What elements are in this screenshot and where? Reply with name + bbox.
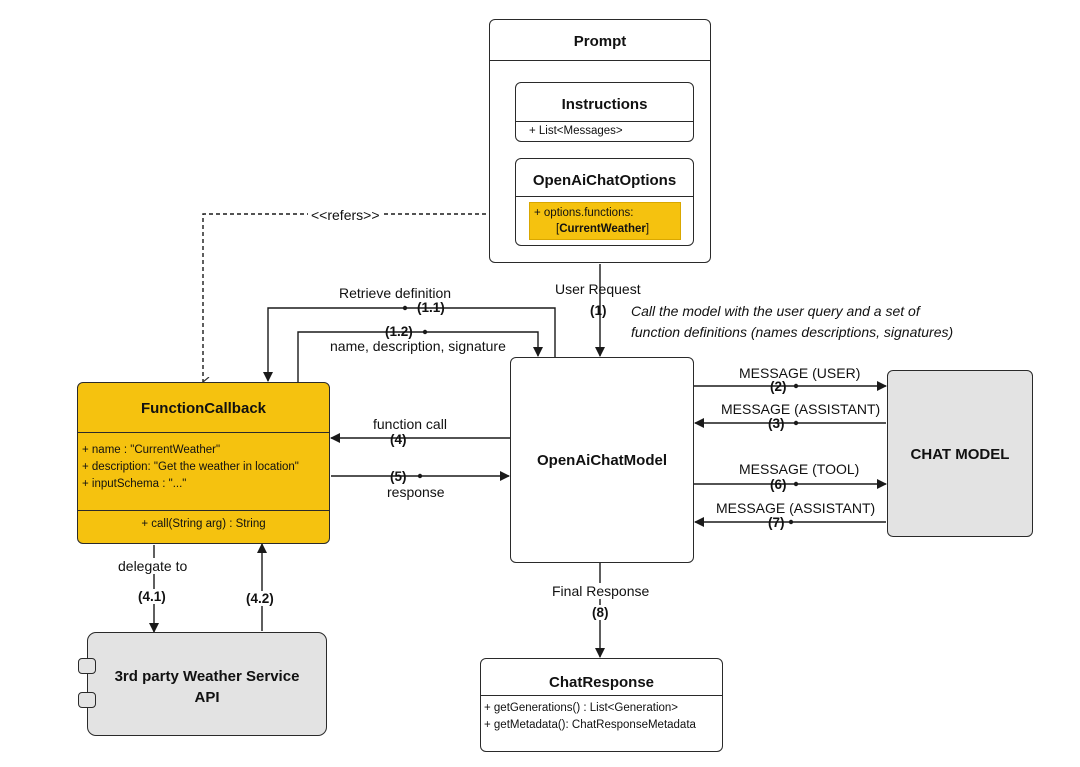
- instructions-divider: [516, 121, 693, 122]
- prompt-box: Prompt Instructions + List<Messages> Ope…: [489, 19, 711, 263]
- openai-chat-model-title: OpenAiChatModel: [537, 452, 667, 469]
- function-callback-fields: + name : "CurrentWeather" + description:…: [82, 442, 299, 493]
- delegate-to-label: delegate to: [116, 558, 190, 574]
- step-6-label: (6): [770, 477, 787, 492]
- instructions-title: Instructions: [561, 96, 648, 113]
- instructions-box: Instructions + List<Messages>: [515, 82, 694, 142]
- instructions-field: + List<Messages>: [529, 125, 623, 137]
- chat-response-box: ChatResponse + getGenerations() : List<G…: [480, 658, 723, 752]
- step-1-label: (1): [590, 303, 607, 318]
- function-callback-field: + description: "Get the weather in locat…: [82, 461, 299, 473]
- user-request-label: User Request: [555, 281, 641, 297]
- function-callback-box: FunctionCallback + name : "CurrentWeathe…: [77, 382, 330, 544]
- step-8-label: (8): [592, 605, 609, 620]
- component-tab-bottom: [78, 692, 96, 708]
- component-tab-top: [78, 658, 96, 674]
- prompt-title: Prompt: [573, 33, 627, 50]
- function-callback-method: + call(String arg) : String: [141, 518, 266, 530]
- retrieve-definition-connector: [263, 307, 556, 382]
- step-7-label: (7): [768, 515, 785, 530]
- chat-response-method: + getMetadata(): ChatResponseMetadata: [484, 719, 696, 731]
- options-title: OpenAiChatOptions: [532, 172, 677, 189]
- prompt-divider: [490, 60, 710, 61]
- function-callback-divider-1: [78, 432, 329, 433]
- definition-return-connector: [297, 331, 543, 382]
- chat-response-title: ChatResponse: [548, 674, 655, 691]
- function-callback-divider-2: [78, 510, 329, 511]
- chat-response-method: + getGenerations() : List<Generation>: [484, 702, 679, 714]
- msg-user-label: MESSAGE (USER): [739, 365, 861, 381]
- function-callback-title: FunctionCallback: [140, 400, 267, 417]
- chat-model-box: CHAT MODEL: [887, 370, 1033, 537]
- function-callback-field: + name : "CurrentWeather": [82, 444, 221, 456]
- response-label: response: [387, 484, 445, 500]
- step-4-label: (4): [390, 432, 407, 447]
- chat-model-title: CHAT MODEL: [910, 446, 1010, 463]
- msg-assistant-1-label: MESSAGE (ASSISTANT): [721, 401, 881, 417]
- step-4-2-label: (4.2): [246, 591, 274, 606]
- retrieve-definition-label: Retrieve definition: [339, 285, 452, 301]
- refers-label: <<refers>>: [308, 207, 383, 223]
- function-call-label: function call: [373, 416, 447, 432]
- step-2-label: (2): [770, 379, 787, 394]
- options-functions-label: + options.functions:: [534, 207, 634, 219]
- step-5-label: (5): [390, 469, 407, 484]
- weather-api-box: 3rd party Weather Service API: [87, 632, 327, 736]
- msg-tool-label: MESSAGE (TOOL): [739, 461, 860, 477]
- options-functions-highlight: + options.functions: [CurrentWeather]: [529, 202, 681, 240]
- step-1-2-label: (1.2): [385, 324, 413, 339]
- chat-response-divider: [481, 695, 722, 696]
- refers-connector: [203, 213, 528, 382]
- name-desc-sig-label: name, description, signature: [330, 338, 506, 354]
- step-3-label: (3): [768, 416, 785, 431]
- final-response-label: Final Response: [550, 583, 652, 599]
- options-divider: [516, 196, 693, 197]
- options-box: OpenAiChatOptions + options.functions: […: [515, 158, 694, 246]
- function-callback-field: + inputSchema : "...": [82, 478, 187, 490]
- options-functions-value: [CurrentWeather]: [556, 223, 650, 235]
- step-4-1-label: (4.1): [138, 589, 166, 604]
- step-1-1-label: (1.1): [417, 300, 445, 315]
- openai-chat-model-box: OpenAiChatModel: [510, 357, 694, 563]
- chat-response-methods: + getGenerations() : List<Generation> + …: [484, 700, 696, 734]
- call-note: Call the model with the user query and a…: [631, 303, 954, 340]
- msg-assistant-2-label: MESSAGE (ASSISTANT): [716, 500, 876, 516]
- weather-api-title: 3rd party Weather Service API: [114, 668, 300, 706]
